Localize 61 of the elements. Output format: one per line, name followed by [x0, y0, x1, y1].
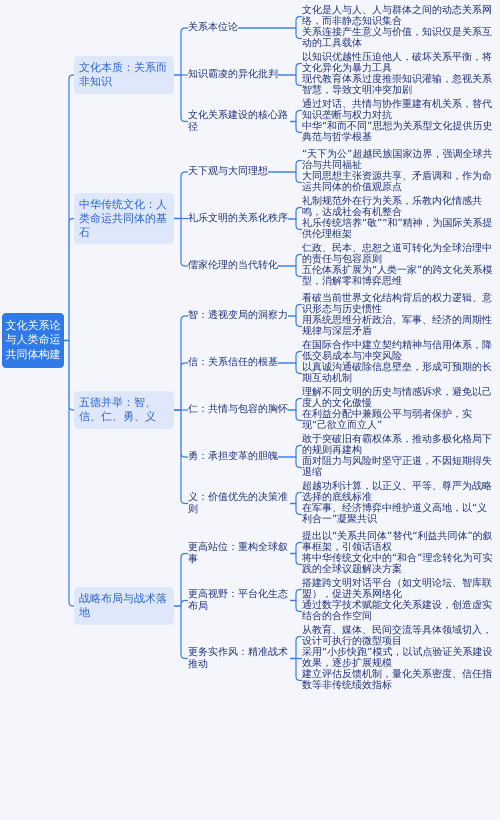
detail-text: 看破当前世界文化结构背后的权力逻辑、意识形态与历史惯性	[302, 294, 496, 315]
detail-text: 搭建跨文明对话平台（如文明论坛、智库联盟），促进关系网络化	[302, 579, 496, 600]
branch-connector	[290, 552, 302, 566]
subtopic-text: 天下观与大同理想	[188, 165, 268, 178]
detail-text: 用系统思维分析政治、军事、经济的周期性规律与深层矛盾	[302, 316, 496, 337]
detail-text: 在利益分配中兼顾公平与弱者保护，实现“己欲立而立人”	[302, 410, 496, 431]
branch-connector	[278, 74, 302, 86]
branch-connector	[290, 120, 302, 134]
detail-text: 关系连接产生意义与价值，知识仅是关系互动的工具载体	[302, 28, 496, 49]
detail-text: 文化是人与人、人与群体之间的动态关系网络，而非静态知识集合	[302, 6, 496, 27]
subtopic-text: 信：关系信任的根基	[188, 356, 278, 370]
detail-text: 礼乐传统培养“敬”“和”精神，为国际关系提供伦理框架	[302, 219, 496, 240]
detail-text: 面对阻力与风险时坚守正道，不因短期得失退缩	[302, 457, 496, 478]
detail-text: 在军事、经济博弈中维护道义高地，以“义利合一”凝聚共识	[302, 504, 496, 525]
central-topic-box: 文化关系论与人类命运共同体构建	[2, 313, 64, 368]
detail-text: 仁政、民本、忠恕之道可转化为全球治理中的责任与包容原则	[302, 244, 496, 265]
branch-connector	[268, 171, 302, 184]
branch-connector	[238, 27, 302, 40]
subtopic-text: 文化关系建设的核心路径	[188, 109, 290, 134]
detail-text: 以真诚沟通破除信息壁垒，形成可预期的长期互动机制	[302, 363, 496, 384]
detail-text: 通过对话、共情与协作重建有机关系，替代知识垄断与权力对抗	[302, 100, 496, 121]
main-branch-box: 战略布局与战术落地	[74, 587, 174, 624]
subtopic-text: 更高视野：平台化生态布局	[188, 588, 290, 613]
subtopic-text: 更高站位：重构全球叙事	[188, 541, 290, 566]
main-branch-box: 文化本质：关系而非知识	[74, 56, 174, 94]
detail-text: 理解不同文明的历史与情感诉求，避免以己度人的文化傲慢	[302, 388, 496, 409]
branch-connector	[288, 409, 302, 422]
branch-connector	[278, 362, 302, 374]
branch-connector	[278, 265, 302, 278]
subtopic-text: 礼乐文明的关系化秩序	[188, 212, 288, 226]
subtopic-text: 勇：承担变革的胆魄	[188, 450, 278, 464]
detail-text: 建立评估反馈机制，量化关系密度、信任指数等非传统绩效指标	[302, 670, 496, 691]
main-branch-box: 五德并举：智、信、仁、勇、义	[74, 391, 174, 428]
subtopic-text: 仁：共情与包容的胸怀	[188, 403, 288, 416]
detail-text: 以知识优越性压迫他人，破坏关系平衡，将文化异化为暴力工具	[302, 53, 496, 74]
branch-connector	[288, 218, 302, 230]
detail-text: 礼制规范外在行为关系，乐教内化情感共鸣，达成社会有机整合	[302, 197, 496, 218]
detail-text: 从教育、媒体、民间交流等具体领域切入，设计可执行的微型项目	[302, 626, 496, 647]
detail-text: 将中华传统文化中的“和合”理念转化为可实践的全球议题解决方案	[302, 554, 496, 575]
detail-text: 提出以“关系共同体”替代“利益共同体”的叙事框架，引领话语权	[302, 532, 496, 553]
subtopic-text: 智：透视变局的洞察力	[188, 309, 288, 322]
subtopic-text: 关系本位论	[188, 21, 238, 34]
branch-connector	[278, 456, 302, 468]
subtopic-text: 义：价值优先的决策准则	[188, 491, 290, 516]
branch-connector	[290, 658, 302, 682]
branch-connector	[64, 340, 74, 607]
detail-text: 超越功利计算，以正义、平等、尊严为战略选择的底线标准	[302, 482, 496, 503]
detail-text: 现代教育体系过度推崇知识灌输，忽视关系智慧，导致文明冲突加剧	[302, 75, 496, 96]
detail-text: “天下为公”超越民族国家边界，强调全球共治与共同福祉	[302, 150, 496, 171]
subtopic-text: 儒家伦理的当代转化	[188, 259, 278, 272]
main-branch-box: 中华传统文化：人类命运共同体的基石	[74, 193, 174, 244]
branch-connector	[288, 315, 302, 328]
subtopic-text: 知识霸凌的异化批判	[188, 68, 278, 82]
detail-text: 中华“和而不同”思想为关系型文化提供历史典范与哲学根基	[302, 122, 496, 143]
detail-text: 五伦体系扩展为“人类一家”的跨文化关系模型，消解零和博弈思维	[302, 266, 496, 287]
branch-connector	[290, 502, 302, 516]
branch-connector	[290, 600, 302, 612]
detail-text: 在国际合作中建立契约精神与信用体系，降低交易成本与冲突风险	[302, 341, 496, 362]
detail-text: 敢于突破旧有霸权体系，推动多极化格局下的规则再建构	[302, 435, 496, 456]
detail-text: 采用“小步快跑”模式，以试点验证关系建设效果，逐步扩展规模	[302, 648, 496, 669]
subtopic-text: 更务实作风：精准战术推动	[188, 646, 290, 671]
